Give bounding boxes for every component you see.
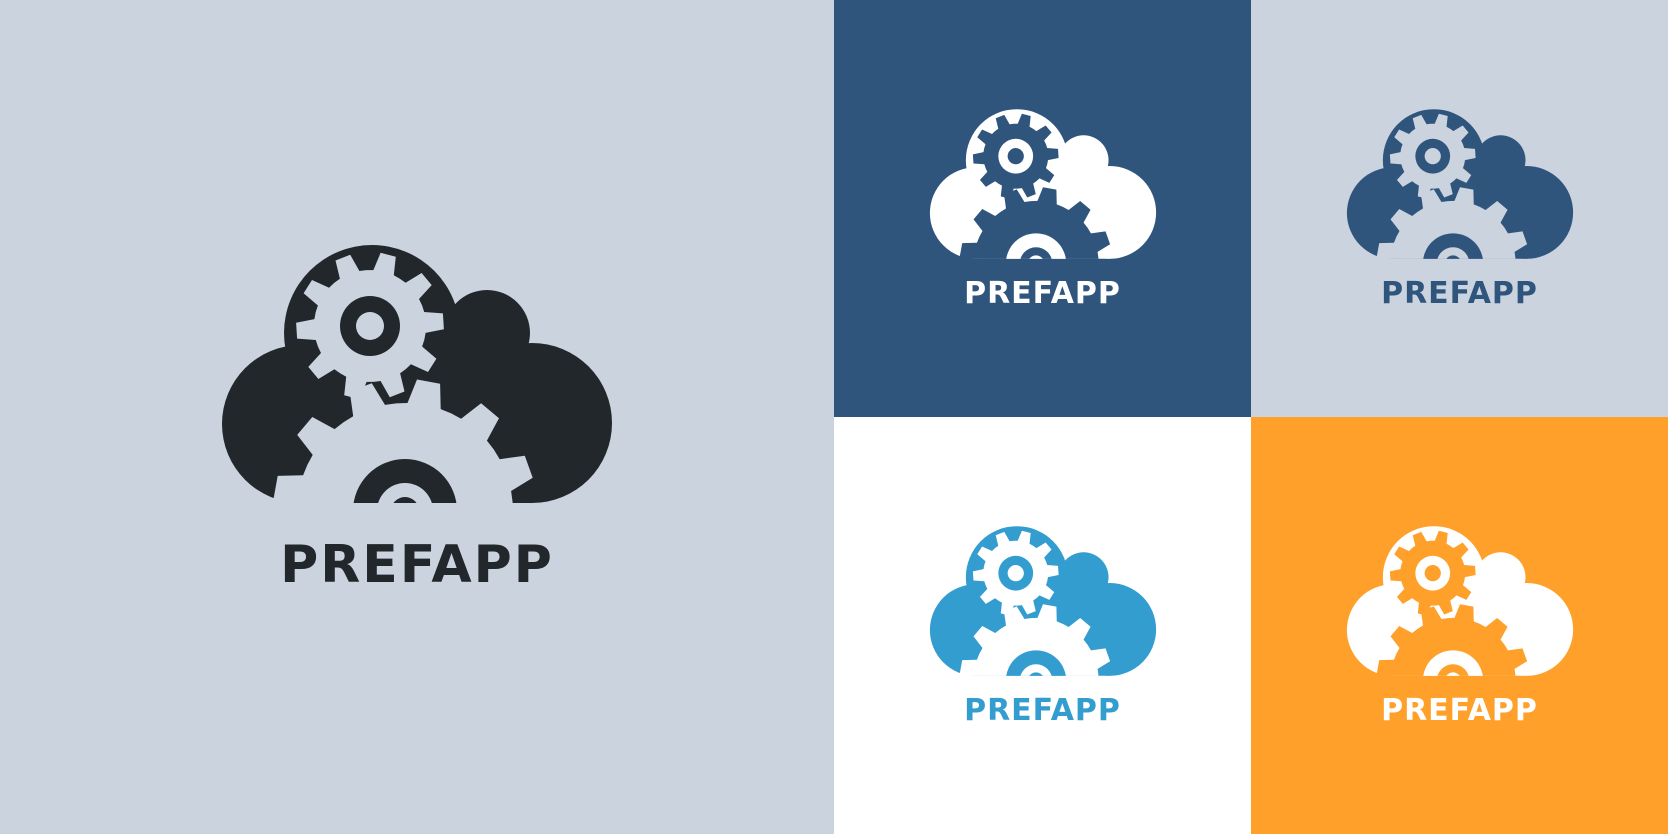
upper-gear-hole [1007, 148, 1024, 165]
cloud-gears-icon [1346, 109, 1573, 259]
lower-gear [273, 379, 533, 503]
panel-orange-white-logo: PREFAPP [1251, 417, 1668, 834]
upper-gear-hole [1424, 565, 1441, 582]
wordmark: PREFAPP [280, 535, 554, 595]
logo-lockup: PREFAPP [1344, 525, 1576, 726]
lower-gear-center [1445, 672, 1460, 676]
lower-gear [959, 187, 1110, 259]
lower-gear [959, 604, 1110, 676]
lower-gear-ring [378, 483, 432, 503]
lower-gear-hub [1005, 650, 1066, 676]
logo-lockup: PREFAPP [217, 243, 617, 591]
lower-gear-center [1028, 672, 1043, 676]
wordmark: PREFAPP [964, 693, 1121, 728]
logo-lockup: PREFAPP [1344, 108, 1576, 309]
lower-gear-hub [1005, 233, 1066, 259]
lower-gear-center [1028, 255, 1043, 259]
wordmark: PREFAPP [1381, 693, 1538, 728]
logo-lockup: PREFAPP [927, 525, 1159, 726]
lower-gear-center [1445, 255, 1460, 259]
lower-gear [1376, 604, 1527, 676]
logo-lockup: PREFAPP [927, 108, 1159, 309]
upper-gear-hole [1007, 565, 1024, 582]
upper-gear-hole [356, 312, 384, 340]
panel-light-navy-logo: PREFAPP [1251, 0, 1668, 417]
lower-gear-hub [1422, 233, 1483, 259]
lower-gear-hub [353, 459, 457, 503]
upper-gear-hole [1424, 148, 1441, 165]
lower-gear-ring [1019, 247, 1052, 259]
cloud-gears-icon [929, 526, 1156, 676]
cloud-gears-icon [929, 109, 1156, 259]
lower-gear-hub [1422, 650, 1483, 676]
panel-large-dark: PREFAPP [0, 0, 834, 834]
lower-gear [1376, 187, 1527, 259]
lower-gear-ring [1436, 664, 1469, 676]
panel-white-blue-logo: PREFAPP [834, 417, 1251, 834]
cloud-gears-icon [1346, 526, 1573, 676]
lower-gear-ring [1019, 664, 1052, 676]
wordmark: PREFAPP [964, 276, 1121, 311]
wordmark: PREFAPP [1381, 276, 1538, 311]
lower-gear-center [393, 497, 417, 503]
panel-navy-white-logo: PREFAPP [834, 0, 1251, 417]
cloud-gears-icon [222, 245, 612, 503]
lower-gear-ring [1436, 247, 1469, 259]
